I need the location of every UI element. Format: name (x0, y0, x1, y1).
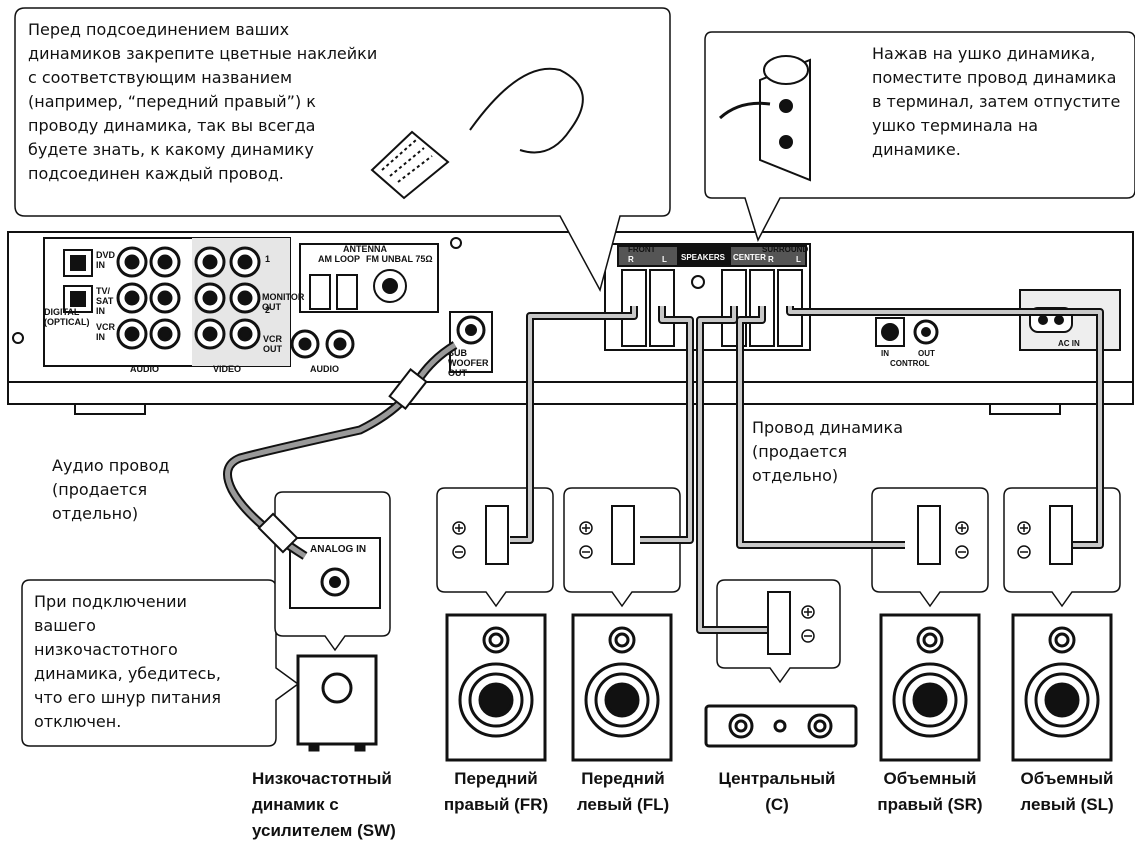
audio-cable-label: Аудио провод (продается отдельно) (52, 456, 170, 523)
front-label: FRONT (628, 245, 656, 254)
speaker-label-fl: Передний левый (FL) (576, 769, 670, 814)
fm-unbal-label: FM UNBAL 75Ω (366, 254, 433, 264)
sub-woofer-out-jack (449, 311, 493, 373)
rca-jacks (116, 246, 355, 359)
antenna-terminals (299, 243, 439, 313)
speaker-cable-label: Провод динамика (продается отдельно) (752, 418, 904, 485)
speaker-label-sl: Объемный левый (SL) (1020, 769, 1114, 814)
center-speaker (704, 704, 858, 748)
subwoofer-box (296, 654, 378, 752)
hint-illustrations (370, 55, 811, 200)
audio-out-label: AUDIO (310, 364, 339, 374)
labels-tip-callout: Перед подсоединением ваших динамиков зак… (28, 20, 378, 183)
speaker-label-fr: Передний правый (FR) (443, 769, 549, 814)
surround-r-label: R (768, 255, 774, 264)
audio-label: AUDIO (130, 364, 159, 374)
speakers-label: SPEAKERS (681, 253, 726, 262)
callout-bubbles (14, 7, 1135, 747)
surround-label: SURROUND (762, 245, 808, 254)
ac-in-label: AC IN (1058, 339, 1080, 348)
center-label: CENTER (733, 253, 766, 262)
control-label: CONTROL (890, 359, 930, 368)
analog-in-jack: ANALOG IN (289, 537, 381, 609)
front-r-label: R (628, 255, 634, 264)
monitor-1-label: 1 (265, 254, 270, 264)
control-jacks (875, 317, 939, 347)
speaker-label-sw: Низкочастотный динамик с усилителем (SW) (252, 769, 396, 840)
antenna-label: ANTENNA (343, 244, 387, 254)
subwoofer-tip-callout: При подключении вашего низкочастотного д… (34, 592, 222, 731)
front-l-label: L (662, 255, 667, 264)
speaker-terminals (604, 243, 811, 351)
am-loop-label: AM LOOP (318, 254, 360, 264)
bookshelf-speakers (445, 613, 1113, 762)
video-label: VIDEO (213, 364, 241, 374)
analog-in-label: ANALOG IN (310, 544, 366, 555)
digital-optical-label: DIGITAL(OPTICAL) (44, 307, 90, 327)
polarity-marks (452, 521, 1031, 643)
speaker-label-sr: Объемный правый (SR) (877, 769, 983, 814)
surround-l-label: L (796, 255, 801, 264)
control-out-label: OUT (918, 349, 935, 358)
speaker-wires (510, 306, 1104, 634)
terminal-tip-callout: Нажав на ушко динамика, поместите провод… (872, 44, 1121, 159)
audio-cable (223, 341, 458, 560)
speaker-label-c: Центральный (C) (718, 769, 836, 814)
control-in-label: IN (881, 349, 889, 358)
monitor-2-label: 2 (265, 305, 270, 315)
bubble-terminals (485, 505, 1073, 655)
